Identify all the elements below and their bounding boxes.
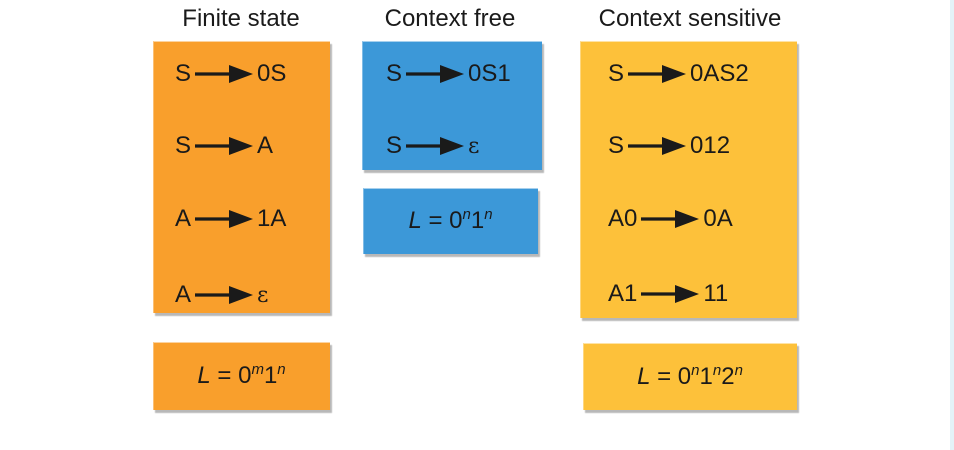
context-sensitive-heading: Context sensitive xyxy=(598,5,782,32)
language-formula: L = 0m1n xyxy=(153,362,330,390)
equals-sign: = xyxy=(428,207,443,234)
exponent: m xyxy=(251,361,264,378)
rule-rhs: ε xyxy=(468,133,480,159)
rule: S 0S xyxy=(175,57,286,91)
rule-rhs: 11 xyxy=(703,280,729,307)
arrow-icon xyxy=(195,64,254,84)
rule-lhs: S xyxy=(175,132,192,159)
context-free-heading: Context free xyxy=(384,5,516,32)
language-formula: L = 0n1n xyxy=(363,207,538,235)
rule: A 1A xyxy=(175,202,286,236)
language-var: L xyxy=(637,362,651,390)
arrow-icon xyxy=(641,284,700,304)
language-var: L xyxy=(197,362,211,389)
rule-lhs: A0 xyxy=(608,205,638,232)
context-free-language-box: L = 0n1n xyxy=(363,188,538,254)
rule-lhs: A xyxy=(175,205,192,232)
rule-rhs: 0AS2 xyxy=(690,60,749,87)
exponent: n xyxy=(462,206,471,223)
exponent: n xyxy=(712,361,722,379)
rule: S 0S1 xyxy=(386,57,511,91)
rule-rhs: 012 xyxy=(690,132,731,159)
arrow-icon xyxy=(628,64,687,84)
context-sensitive-language-box: L = 0n1n2n xyxy=(583,343,797,410)
rule: A ε xyxy=(175,278,268,312)
rule-lhs: S xyxy=(386,60,403,87)
base: 0 xyxy=(449,207,463,234)
rule: S 012 xyxy=(608,129,730,163)
rule-rhs: A xyxy=(257,132,274,159)
base: 0 xyxy=(677,362,692,390)
rule-rhs: 0S xyxy=(257,60,287,87)
context-free-rules-box: S 0S1 S ε xyxy=(362,41,542,170)
rule: S ε xyxy=(386,129,479,163)
context-sensitive-rules-box: S 0AS2 S 012 A0 0A A1 11 xyxy=(580,41,797,318)
rule-lhs: S xyxy=(386,132,403,159)
arrow-icon xyxy=(641,209,700,229)
base: 1 xyxy=(263,362,278,389)
arrow-icon xyxy=(195,136,254,156)
finite-state-heading: Finite state xyxy=(182,5,300,32)
exponent: n xyxy=(484,206,493,223)
language-var: L xyxy=(408,207,422,234)
exponent: n xyxy=(691,361,700,379)
arrow-icon xyxy=(195,285,254,305)
rule-rhs: 1A xyxy=(257,205,287,232)
rule-lhs: A1 xyxy=(608,280,638,307)
exponent: n xyxy=(277,361,286,378)
rule-rhs: 0S1 xyxy=(468,60,511,87)
finite-state-language-box: L = 0m1n xyxy=(153,342,330,410)
rule: S 0AS2 xyxy=(608,57,749,91)
arrow-icon xyxy=(406,64,465,84)
rule-lhs: S xyxy=(608,60,625,87)
arrow-icon xyxy=(628,136,687,156)
base: 1 xyxy=(470,207,485,234)
rule-lhs: S xyxy=(608,132,625,159)
equals-sign: = xyxy=(657,362,672,390)
equals-sign: = xyxy=(217,362,232,389)
arrow-icon xyxy=(406,136,465,156)
rule-lhs: A xyxy=(175,281,192,308)
language-formula: L = 0n1n2n xyxy=(583,363,797,391)
rule-rhs: 0A xyxy=(703,205,733,232)
arrow-icon xyxy=(195,209,254,229)
rule: A1 11 xyxy=(608,277,728,311)
exponent: n xyxy=(734,361,743,379)
right-edge-strip xyxy=(950,0,954,450)
base: 2 xyxy=(721,362,735,390)
base: 1 xyxy=(699,362,713,390)
finite-state-rules-box: S 0S S A A 1A A ε xyxy=(153,41,330,313)
rule-lhs: S xyxy=(175,60,192,87)
rule: S A xyxy=(175,129,273,163)
base: 0 xyxy=(238,362,252,389)
rule: A0 0A xyxy=(608,202,733,236)
rule-rhs: ε xyxy=(257,282,269,308)
